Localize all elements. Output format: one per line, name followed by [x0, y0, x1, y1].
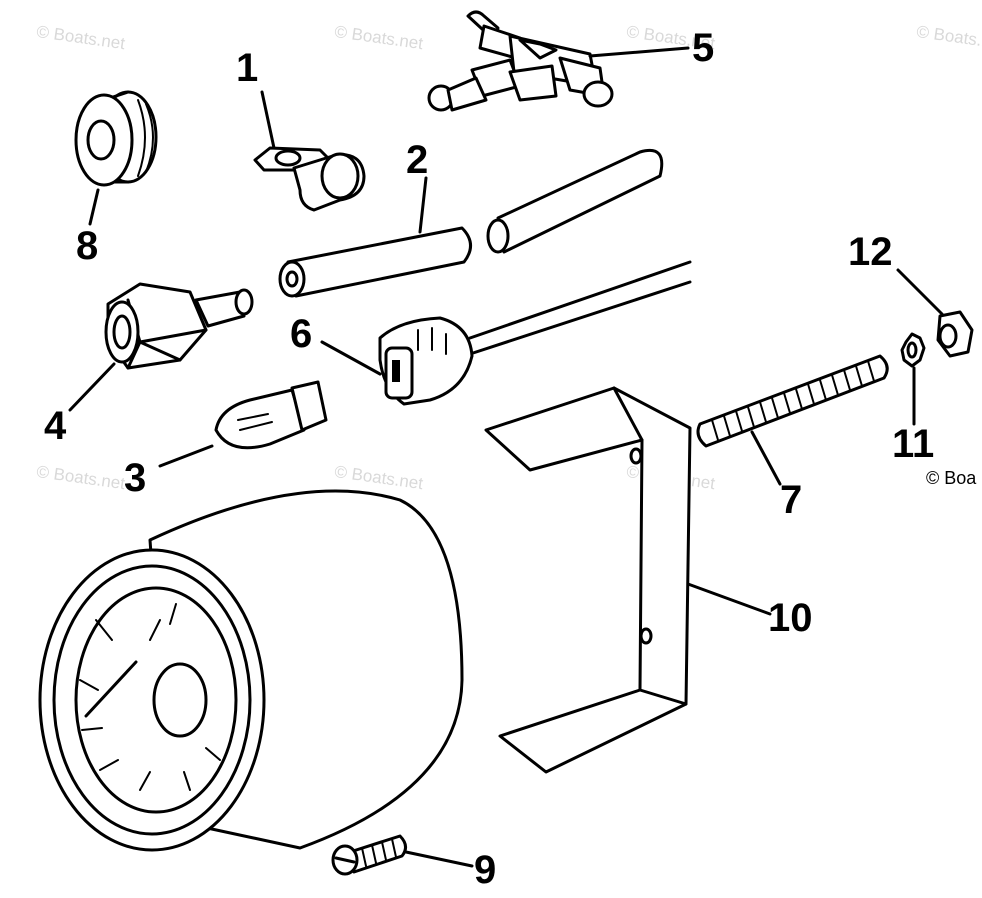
callout-9: 9: [474, 848, 497, 892]
part-10-bracket: [484, 386, 692, 774]
part-9-screw: [331, 834, 407, 876]
leader-lines: [68, 46, 944, 868]
callout-12: 12: [848, 230, 893, 274]
part-3-bulb: [214, 380, 328, 450]
callout-1: 1: [236, 46, 259, 90]
part-1-clamp: [253, 146, 366, 212]
part-12-nut: [936, 310, 974, 358]
callout-10: 10: [768, 596, 813, 640]
part-7-threaded-rod: [696, 354, 889, 448]
part-11-lock-washer: [900, 332, 926, 368]
watermark-edge: © Boa: [926, 468, 977, 488]
part-8-grommet: [74, 90, 158, 187]
part-5-tee-fitting: [427, 10, 614, 112]
part-4-fitting: [104, 282, 254, 370]
part-6-sender: [378, 260, 692, 406]
callout-11: 11: [892, 422, 935, 466]
part-2-hose: [278, 149, 664, 298]
callout-3: 3: [124, 456, 147, 500]
callout-6: 6: [290, 312, 313, 356]
callout-5: 5: [692, 26, 715, 70]
callout-4: 4: [44, 404, 67, 448]
gauge-housing: [38, 489, 464, 852]
callout-7: 7: [780, 478, 803, 522]
callout-2: 2: [406, 138, 429, 182]
callout-8: 8: [76, 224, 99, 268]
